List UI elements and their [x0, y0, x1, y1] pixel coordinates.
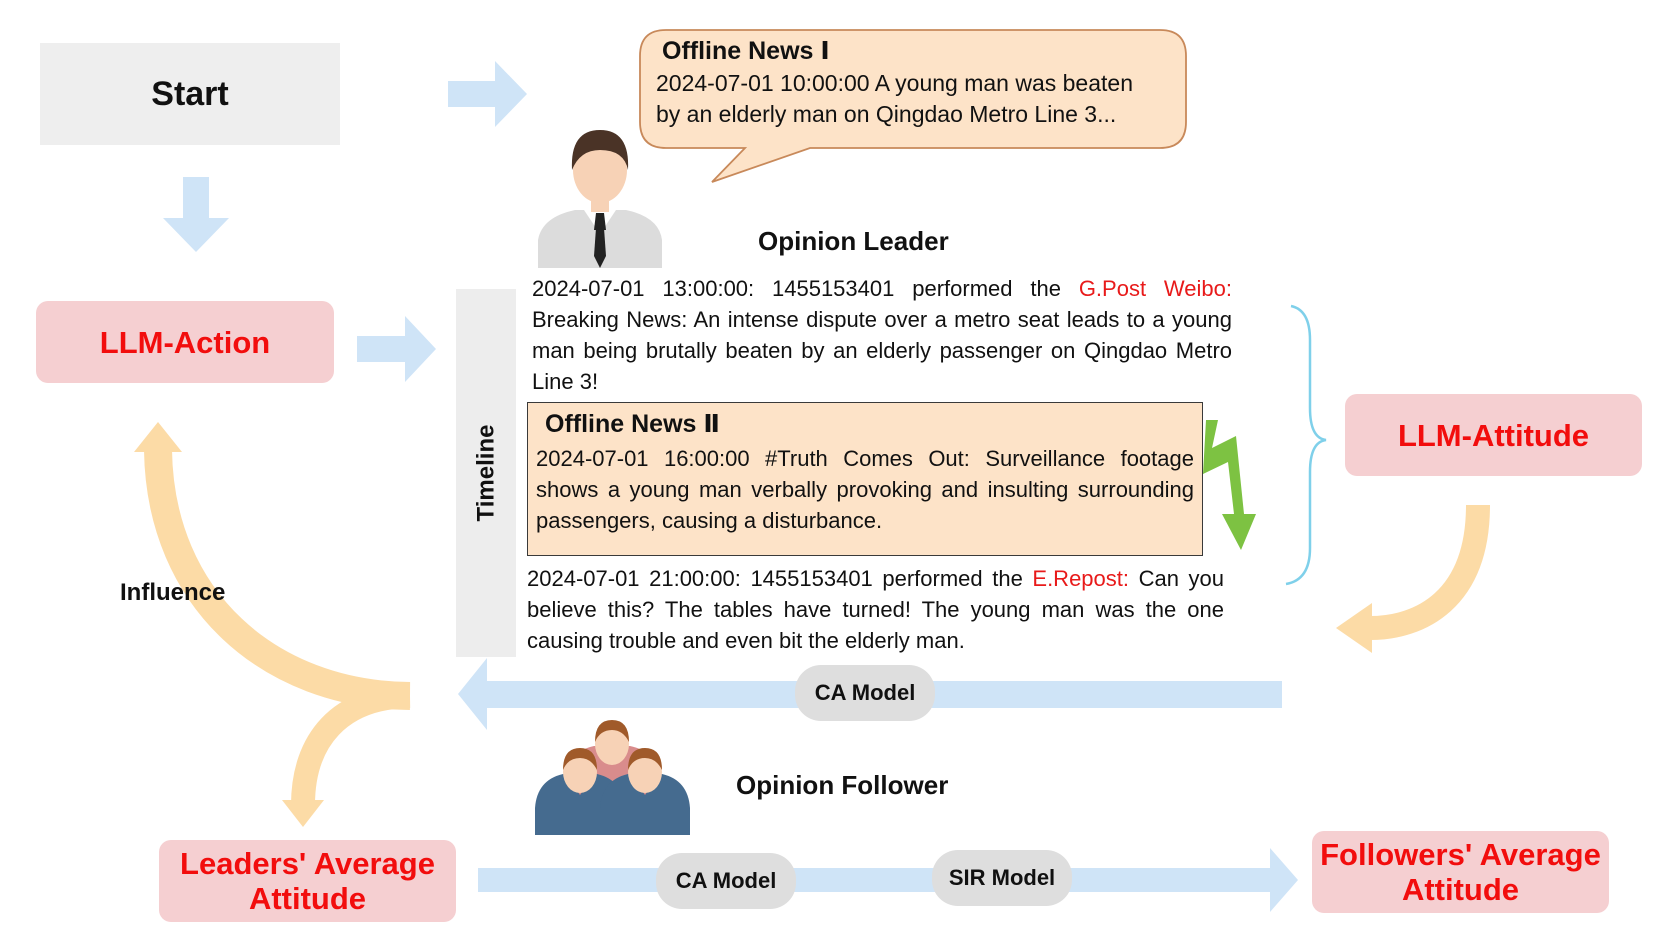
- opinion-leader-icon: [538, 130, 662, 268]
- offline-news-1-bubble: [639, 29, 1187, 183]
- leaders-average-attitude-box: Leaders' Average Attitude: [159, 840, 456, 922]
- arrow-leaders-to-followers: [478, 848, 1298, 912]
- offline-news-2-text: 2024-07-01 16:00:00 #Truth Comes Out: Su…: [536, 446, 1194, 533]
- arrow-influence-up-head: [134, 422, 182, 452]
- arrow-attitude-feedback-head: [1336, 603, 1372, 653]
- llm-action-label: LLM-Action: [99, 324, 271, 360]
- timeline-bar: [456, 289, 516, 657]
- arrow-influence-down: [291, 684, 411, 806]
- timeline-label: Timeline: [472, 424, 499, 522]
- offline-news-2-box: Offline News Ⅱ 2024-07-01 16:00:00 #Trut…: [527, 402, 1203, 556]
- offline-news-1: Offline News Ⅰ 2024-07-01 10:00:00 A you…: [656, 36, 1176, 130]
- green-zigzag-arrow: [1203, 420, 1256, 550]
- arrow-attitude-feedback: [1369, 504, 1490, 640]
- llm-attitude-box: LLM-Attitude: [1345, 394, 1642, 476]
- ca-model-pill-upper: CA Model: [795, 665, 935, 721]
- sir-model-label: SIR Model: [948, 865, 1056, 890]
- arrow-action-to-leader: [357, 316, 436, 382]
- followers-average-attitude-box: Followers' Average Attitude: [1312, 831, 1609, 913]
- llm-action-box: LLM-Action: [36, 301, 334, 383]
- start-label: Start: [151, 74, 229, 113]
- post-2-text: Can you believe this? The tables have tu…: [527, 566, 1224, 653]
- timeline-label-wrap: Timeline: [456, 289, 516, 657]
- followers-average-line1: Followers' Average: [1320, 837, 1601, 872]
- blue-brace: [1285, 304, 1327, 586]
- post-2-prefix: 2024-07-01 21:00:00: 1455153401 performe…: [527, 566, 1033, 591]
- post-1-action: G.Post Weibo:: [1078, 276, 1232, 301]
- leaders-average-line2: Attitude: [248, 881, 367, 916]
- opinion-follower-icon: [535, 720, 690, 835]
- opinion-leader-label: Opinion Leader: [758, 226, 949, 256]
- llm-attitude-label: LLM-Attitude: [1397, 417, 1590, 453]
- arrow-start-to-news: [448, 61, 527, 127]
- influence-label: Influence: [120, 579, 226, 606]
- sir-model-pill: SIR Model: [932, 850, 1072, 906]
- followers-average-line2: Attitude: [1401, 872, 1520, 907]
- arrow-influence-down-head: [282, 800, 324, 827]
- post-2-action: E.Repost:: [1032, 566, 1129, 591]
- start-box: Start: [40, 43, 340, 145]
- arrow-start-to-llm-action: [163, 177, 229, 252]
- ca-model-label-lower: CA Model: [675, 868, 777, 893]
- ca-model-pill-lower: CA Model: [656, 853, 796, 909]
- post-1-text: Breaking News: An intense dispute over a…: [532, 307, 1232, 394]
- offline-news-1-title: Offline News Ⅰ: [662, 37, 830, 65]
- offline-news-2-title: Offline News Ⅱ: [545, 410, 720, 438]
- post-2: 2024-07-01 21:00:00: 1455153401 performe…: [527, 563, 1224, 656]
- opinion-follower-label: Opinion Follower: [736, 770, 949, 800]
- ca-model-label-upper: CA Model: [814, 680, 916, 705]
- post-1-prefix: 2024-07-01 13:00:00: 1455153401 performe…: [532, 276, 1079, 301]
- offline-news-1-line2: by an elderly man on Qingdao Metro Line …: [656, 101, 1117, 127]
- post-1: 2024-07-01 13:00:00: 1455153401 performe…: [532, 273, 1232, 397]
- arrow-influence-up: [144, 449, 411, 710]
- leaders-average-line1: Leaders' Average: [180, 846, 435, 881]
- offline-news-1-line1: 2024-07-01 10:00:00 A young man was beat…: [656, 70, 1133, 96]
